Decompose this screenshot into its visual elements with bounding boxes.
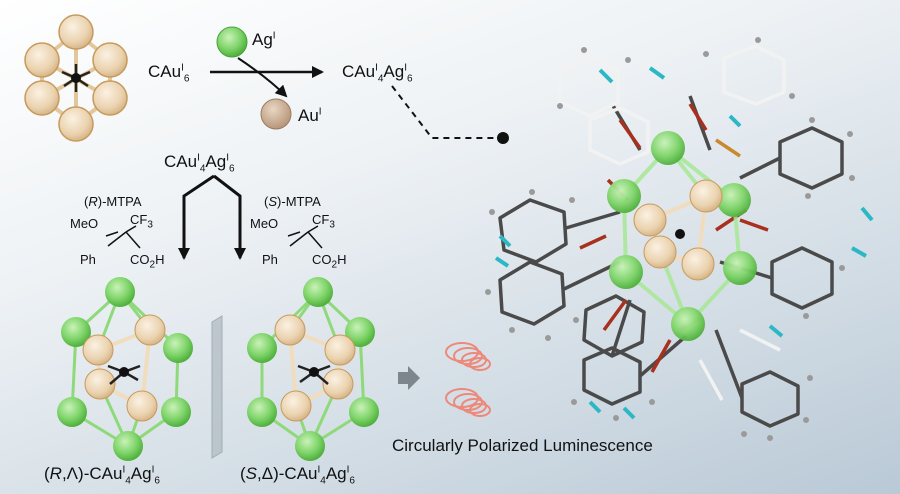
mtpa-left-icon xyxy=(105,225,141,249)
left-co2h-label: CO2H xyxy=(130,252,165,271)
right-co2h-label: CO2H xyxy=(312,252,347,271)
left-reagent-label: (R)-MTPA xyxy=(84,194,142,209)
ag-atom-icon xyxy=(216,26,248,58)
mirror-plane-icon xyxy=(211,315,223,459)
cau6-cluster-icon xyxy=(24,14,128,142)
au-atom-icon xyxy=(260,98,292,130)
cpl-label: Circularly Polarized Luminescence xyxy=(392,436,653,455)
cluster-r-icon xyxy=(57,277,193,461)
right-cf3-label: CF3 xyxy=(312,212,335,231)
added-metal-label: AgI xyxy=(252,30,276,49)
product-r-label: (R,Λ)-CAuI4AgI6 xyxy=(44,464,160,487)
crystal-structure-icon xyxy=(485,37,874,441)
released-metal-label: AuI xyxy=(298,106,322,125)
reaction-arrow-icon xyxy=(210,57,324,98)
cpl-arrow-icon xyxy=(398,366,420,390)
resolution-start-formula: CAuI4AgI6 xyxy=(164,152,235,175)
right-ph-label: Ph xyxy=(262,252,278,267)
dashed-pointer xyxy=(391,85,498,139)
resolution-arrows xyxy=(178,174,246,260)
left-cf3-label: CF3 xyxy=(130,212,153,231)
cpl-light-icon xyxy=(445,342,491,417)
left-ph-label: Ph xyxy=(80,252,96,267)
cluster-s-icon xyxy=(247,277,379,461)
product-formula: CAuI4AgI6 xyxy=(342,62,413,85)
right-meo-label: MeO xyxy=(250,216,279,231)
reactant-formula: CAuI6 xyxy=(148,62,190,85)
product-s-label: (S,Δ)-CAuI4AgI6 xyxy=(240,464,355,487)
left-meo-label: MeO xyxy=(70,216,99,231)
mtpa-right-icon xyxy=(287,225,323,249)
right-reagent-label: (S)-MTPA xyxy=(264,194,321,209)
